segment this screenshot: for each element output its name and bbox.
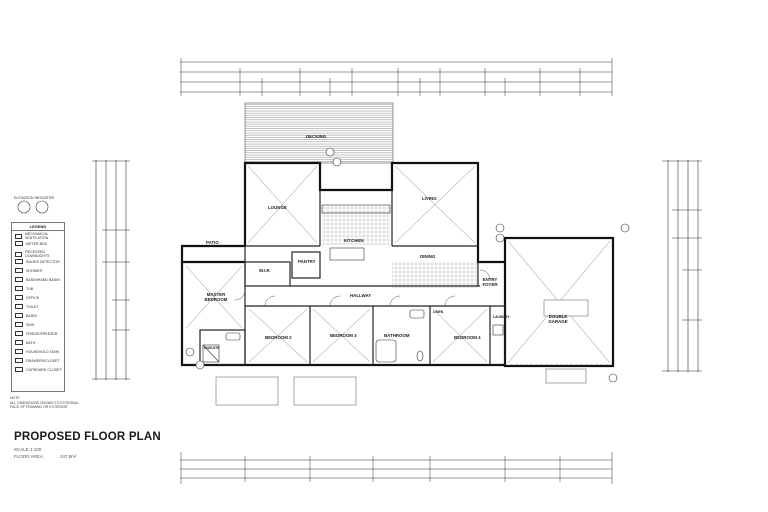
legend-item: BASIN/HAND BASIN [15, 277, 60, 282]
legend-item: SINK [15, 322, 34, 327]
decking-area [244, 102, 394, 164]
fixtures [202, 204, 612, 366]
room-label-bedroom-2: BEDROOM 2 [265, 335, 292, 340]
room-label-bedroom-4: BEDROOM 4 [454, 335, 481, 340]
plan-notes: NOTE ALL DIMENSIONS SHOWN TO EXTERNAL FA… [10, 396, 79, 410]
room-label-dining: DINING [420, 254, 436, 259]
note-line: ALL DIMENSIONS SHOWN TO EXTERNAL [10, 400, 79, 405]
legend-item: DRAWERS/CLOSET [15, 358, 60, 363]
right-dimension-lines [662, 160, 702, 372]
room-label-lounge: LOUNGE [268, 205, 287, 210]
legend-item: CUPBOARD CLOSET [15, 367, 62, 372]
room-label-laundry: LAUNDRY [493, 315, 510, 319]
vaulted-ceiling-lines [185, 165, 611, 364]
top-dimension-lines [180, 58, 613, 96]
room-label-double-garage: DOUBLE GARAGE [548, 314, 568, 324]
legend-title: LEGEND [12, 224, 64, 231]
kitchen-tile-area [322, 205, 390, 245]
interior-walls [199, 190, 506, 366]
note-heading: NOTE [10, 396, 20, 400]
room-label-bedroom-3: BEDROOM 3 [330, 333, 357, 338]
legend-item: BATH [15, 340, 35, 345]
dining-tile-area [392, 262, 478, 288]
note-line: FACE OF FRAMING OR EXTERIOR [10, 405, 68, 409]
legend-item: FRIDGE/FREEZER [15, 331, 57, 336]
bottom-dimension-lines [180, 452, 613, 484]
left-dimension-lines [92, 160, 130, 380]
legend-item: SMOKE DETECTOR [15, 259, 60, 264]
room-label-ensuite: ENSUITE [204, 346, 220, 350]
room-label-entry-foyer: ENTRY FOYER [482, 277, 498, 287]
legend: LEGEND MECHANICAL VENTILATION METER BOX … [11, 222, 65, 392]
legend-item: METER BOX [15, 241, 47, 246]
room-label-patio: PATIO [206, 240, 219, 245]
plan-title: PROPOSED FLOOR PLAN [14, 431, 161, 443]
room-label-wir: W.I.R [259, 268, 270, 273]
legend-item: BASIN [15, 313, 37, 318]
room-label-linen: LINEN [433, 310, 444, 314]
room-label-master-bedroom: MASTER BEDROOM [204, 292, 228, 302]
plan-scale: SCALE 1:100 [14, 447, 42, 452]
floor-area-value: 247.8m² [60, 454, 77, 459]
room-label-hallway: HALLWAY [350, 293, 372, 298]
legend-item: HOUSEHOLD TANK [15, 349, 59, 354]
room-label-decking: DECKING [306, 134, 327, 139]
elevation-indicator-label: ELEVATION INDICATOR [14, 196, 55, 200]
legend-item: TUB [15, 286, 33, 291]
elevation-markers [17, 147, 630, 383]
room-label-pantry: PANTRY [298, 259, 316, 264]
legend-item: OFFICE [15, 295, 39, 300]
legend-item: RECESSED DOWNLIGHTS [15, 250, 64, 258]
room-label-bathroom: BATHROOM [384, 333, 410, 338]
floor-area-label: FLOOR AREA: [14, 454, 45, 459]
annotation-boxes [215, 299, 589, 406]
door-swings [234, 269, 491, 307]
exterior-walls [180, 161, 615, 368]
room-label-kitchen: KITCHEN [344, 238, 364, 243]
room-label-living: LIVING [422, 196, 437, 201]
legend-item: MECHANICAL VENTILATION [15, 232, 64, 240]
legend-item: TOILET [15, 304, 39, 309]
legend-item: SHOWER [15, 268, 42, 273]
